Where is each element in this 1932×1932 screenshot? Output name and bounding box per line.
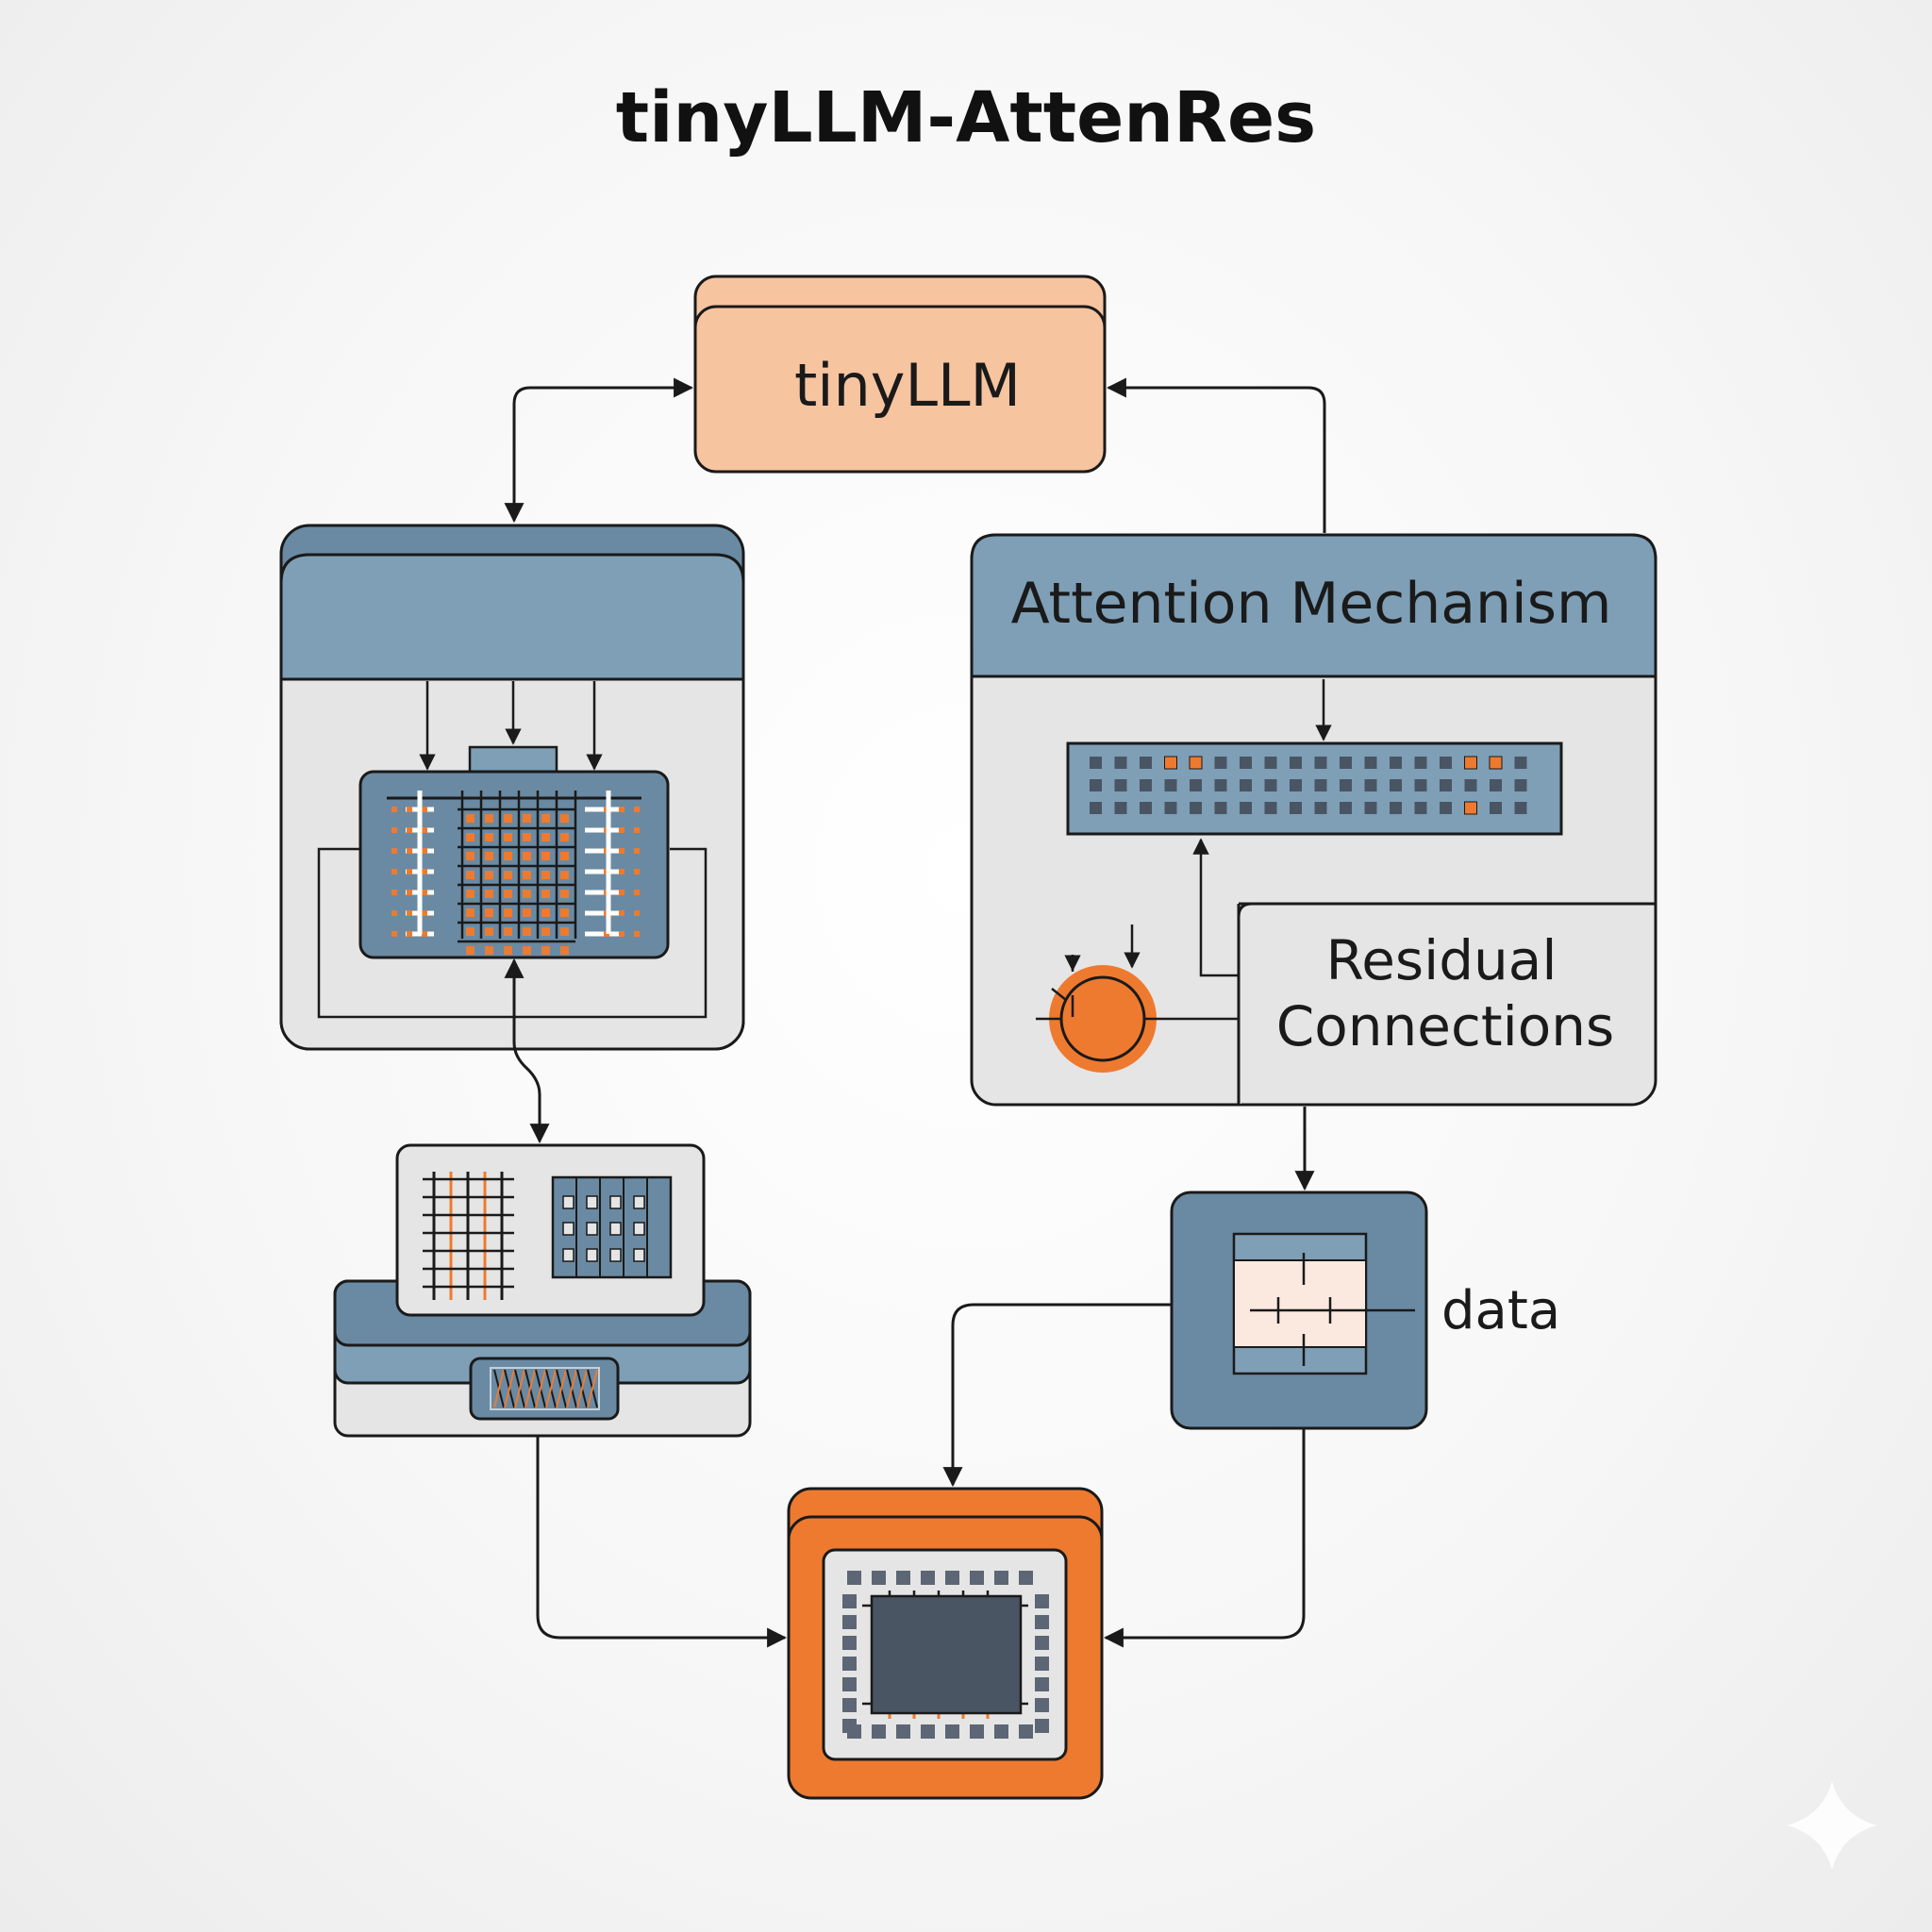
tinyllm-label: tinyLLM xyxy=(794,351,1021,420)
sparkle-watermark xyxy=(1787,1781,1877,1870)
attention-token-squares xyxy=(1090,756,1527,815)
data-module[interactable]: data xyxy=(1170,1191,1560,1430)
left-module[interactable] xyxy=(279,524,745,1051)
left-grid-panel xyxy=(358,770,670,959)
storage-module[interactable] xyxy=(333,1143,752,1438)
connectors xyxy=(504,377,1326,1648)
residual-label-line2: Connections xyxy=(1276,994,1614,1058)
attention-module[interactable]: Attention Mechanism Residual Connections xyxy=(970,533,1657,1107)
residual-add-node xyxy=(1036,965,1239,1073)
chip-pins xyxy=(842,1571,1049,1739)
data-label: data xyxy=(1441,1280,1560,1341)
diagram-title: tinyLLM-AttenRes xyxy=(616,77,1316,158)
storage-cells-icon xyxy=(551,1175,673,1279)
chip-core xyxy=(870,1594,1023,1715)
attention-label: Attention Mechanism xyxy=(1011,571,1612,637)
storage-grid-icon xyxy=(423,1172,514,1300)
tinyllm-node[interactable]: tinyLLM xyxy=(693,275,1107,474)
residual-label-line1: Residual xyxy=(1326,928,1557,992)
chip-module[interactable] xyxy=(787,1487,1104,1800)
storage-slot-pattern xyxy=(490,1367,600,1410)
storage-slot xyxy=(469,1357,620,1421)
left-grid-pattern xyxy=(387,791,641,955)
